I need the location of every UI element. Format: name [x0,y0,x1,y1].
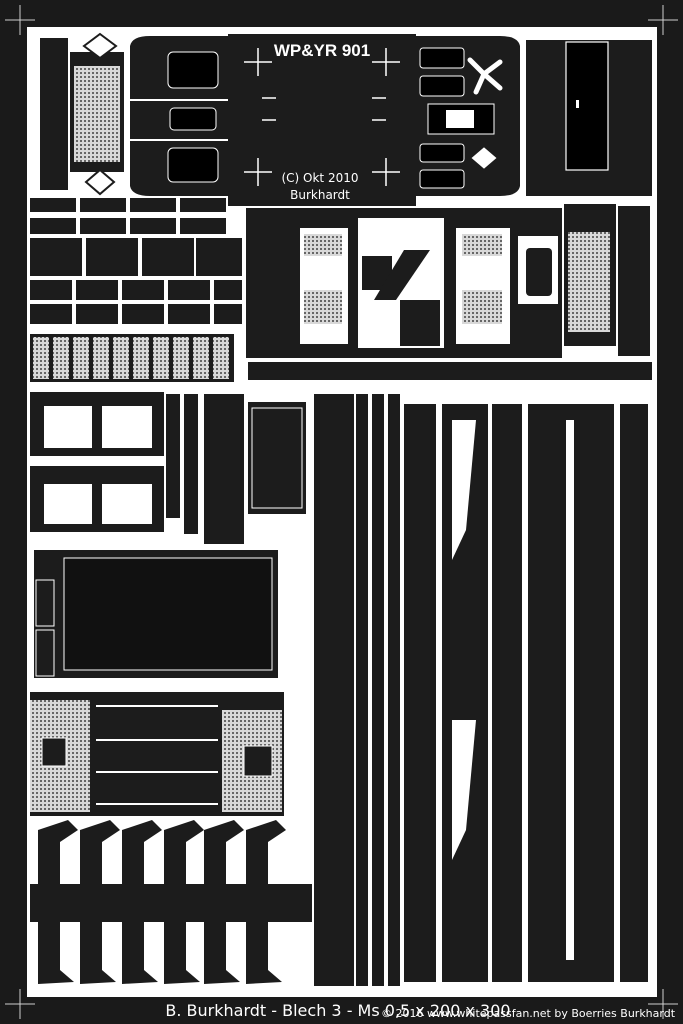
corner-marks [5,5,678,1019]
part-window-frames [30,392,164,532]
part-roof-center [228,34,416,206]
part-roof-left [130,36,228,196]
part-roof-right [416,36,520,196]
part-step-brackets [30,820,312,984]
part-step-grilles [30,692,284,816]
part-cab-side-left [40,32,124,196]
watermark: © 2016 www.whitepassfan.net by Boerries … [381,1007,676,1020]
copyright-date: (C) Okt 2010 [281,171,358,185]
part-bracket-rows [30,198,280,324]
part-cab-side-right [564,204,650,356]
rail-cutouts [452,420,574,960]
part-detail-frames [246,208,562,358]
part-vertical-pieces [166,394,306,544]
copyright-name: Burkhardt [290,188,350,202]
part-long-rails [314,394,648,986]
sheet-title: WP&YR 901 [274,41,370,60]
fan-icon [467,57,503,95]
part-grille-strip [30,334,234,382]
part-door-panel [526,40,652,196]
sheet-footer: B. Burkhardt - Blech 3 - Ms 0,5 x 200 x … [165,1001,510,1020]
part-underframe-plate [34,550,278,678]
part-long-strip [248,362,652,380]
